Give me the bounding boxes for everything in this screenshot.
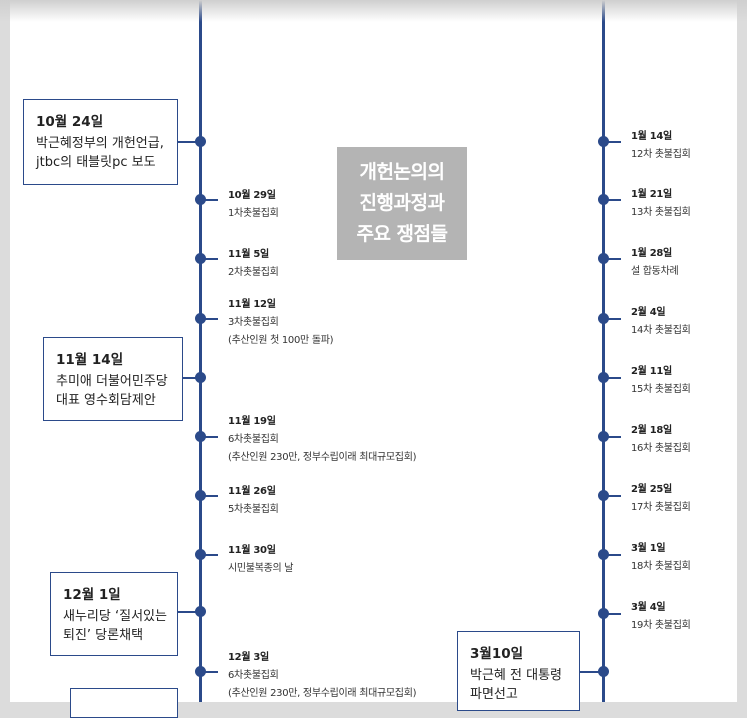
- event-feb18: 2월 18일 16차 촛불집회: [631, 421, 691, 454]
- event-date: 11월 26일: [228, 486, 276, 497]
- event-label: 6차촛불집회: [228, 670, 279, 681]
- title-line-3: 주요 쟁점들: [356, 223, 448, 245]
- event-label: 2차촛불집회: [228, 267, 279, 278]
- event-feb4: 2월 4일 14차 촛불집회: [631, 303, 691, 336]
- box-line-2: jtbc의 태블릿pc 보도: [36, 155, 156, 170]
- event-note: (추산인원 230만, 정부수립이래 최대규모집회): [228, 688, 417, 699]
- event-dec3: 12월 3일 6차촛불집회 (추산인원 230만, 정부수립이래 최대규모집회): [228, 648, 417, 699]
- left-timeline-axis: [199, 0, 202, 702]
- connector: [603, 554, 621, 556]
- event-oct29: 10월 29일 1차촛불집회: [228, 186, 279, 219]
- event-label: 17차 촛불집회: [631, 502, 691, 513]
- connector: [603, 613, 621, 615]
- left-box-oct24: 10월 24일 박근혜정부의 개헌언급, jtbc의 태블릿pc 보도: [23, 99, 178, 185]
- event-date: 1월 21일: [631, 189, 672, 200]
- event-date: 11월 12일: [228, 299, 276, 310]
- box-line-2: 대표 영수회담제안: [56, 393, 156, 408]
- event-jan28: 1월 28일 설 합동차례: [631, 244, 679, 277]
- event-label: 설 합동차례: [631, 266, 679, 277]
- connector: [603, 199, 621, 201]
- connector: [200, 199, 218, 201]
- timeline-dot: [598, 666, 609, 677]
- connector: [200, 436, 218, 438]
- connector: [200, 495, 218, 497]
- left-box-dec1: 12월 1일 새누리당 ‘질서있는 퇴진’ 당론채택: [50, 572, 178, 656]
- connector: [580, 671, 603, 673]
- box-line-1: 새누리당 ‘질서있는: [63, 609, 167, 624]
- event-label: 3차촛불집회: [228, 317, 279, 328]
- event-note: (추산인원 첫 100만 돌파): [228, 335, 334, 346]
- box-date: 12월 1일: [63, 587, 121, 603]
- event-date: 3월 1일: [631, 543, 666, 554]
- connector: [603, 318, 621, 320]
- box-line-1: 추미애 더불어민주당: [56, 374, 168, 389]
- left-box-nov14: 11월 14일 추미애 더불어민주당 대표 영수회담제안: [43, 337, 183, 421]
- title-line-1: 개헌논의의: [359, 161, 445, 183]
- event-nov5: 11월 5일 2차촛불집회: [228, 245, 279, 278]
- event-date: 2월 11일: [631, 366, 672, 377]
- left-box-partial: [70, 688, 178, 718]
- right-box-mar10: 3월10일 박근혜 전 대통령 파면선고: [457, 631, 580, 711]
- box-line-1: 박근혜정부의 개헌언급,: [36, 136, 164, 151]
- connector: [603, 495, 621, 497]
- box-date: 10월 24일: [36, 114, 104, 130]
- event-date: 12월 3일: [228, 652, 269, 663]
- event-date: 1월 14일: [631, 131, 672, 142]
- box-date: 11월 14일: [56, 352, 124, 368]
- event-label: 6차촛불집회: [228, 434, 279, 445]
- event-date: 2월 18일: [631, 425, 672, 436]
- connector: [603, 141, 621, 143]
- event-label: 12차 촛불집회: [631, 149, 691, 160]
- event-mar1: 3월 1일 18차 촛불집회: [631, 539, 691, 572]
- event-date: 11월 5일: [228, 249, 269, 260]
- connector: [200, 554, 218, 556]
- connector: [603, 258, 621, 260]
- timeline-dot: [195, 606, 206, 617]
- event-jan14: 1월 14일 12차 촛불집회: [631, 127, 691, 160]
- connector: [200, 258, 218, 260]
- event-date: 11월 19일: [228, 416, 276, 427]
- event-feb11: 2월 11일 15차 촛불집회: [631, 362, 691, 395]
- connector: [603, 377, 621, 379]
- scroll-shadow: [0, 0, 747, 22]
- event-date: 1월 28일: [631, 248, 672, 259]
- event-label: 15차 촛불집회: [631, 384, 691, 395]
- event-date: 3월 4일: [631, 602, 666, 613]
- timeline-dot: [195, 136, 206, 147]
- connector: [200, 671, 218, 673]
- box-line-2: 퇴진’ 당론채택: [63, 628, 144, 643]
- title-line-2: 진행과정과: [359, 192, 445, 214]
- event-date: 2월 25일: [631, 484, 672, 495]
- title-box: 개헌논의의 진행과정과 주요 쟁점들: [337, 147, 467, 260]
- event-label: 시민불복종의 날: [228, 563, 294, 574]
- event-nov30: 11월 30일 시민불복종의 날: [228, 541, 293, 574]
- event-label: 19차 촛불집회: [631, 620, 691, 631]
- connector: [183, 377, 200, 379]
- event-jan21: 1월 21일 13차 촛불집회: [631, 185, 691, 218]
- event-label: 18차 촛불집회: [631, 561, 691, 572]
- connector: [200, 318, 218, 320]
- event-date: 11월 30일: [228, 545, 276, 556]
- event-date: 2월 4일: [631, 307, 666, 318]
- event-label: 13차 촛불집회: [631, 207, 691, 218]
- event-label: 5차촛불집회: [228, 504, 279, 515]
- right-timeline-axis: [602, 0, 605, 702]
- event-nov19: 11월 19일 6차촛불집회 (추산인원 230만, 정부수립이래 최대규모집회…: [228, 412, 417, 463]
- event-label: 1차촛불집회: [228, 208, 279, 219]
- event-date: 10월 29일: [228, 190, 276, 201]
- timeline-dot: [195, 372, 206, 383]
- event-feb25: 2월 25일 17차 촛불집회: [631, 480, 691, 513]
- box-date: 3월10일: [470, 646, 524, 662]
- event-label: 14차 촛불집회: [631, 325, 691, 336]
- connector: [178, 611, 200, 613]
- event-label: 16차 촛불집회: [631, 443, 691, 454]
- connector: [603, 436, 621, 438]
- box-line-1: 박근혜 전 대통령: [470, 668, 562, 683]
- event-nov12: 11월 12일 3차촛불집회 (추산인원 첫 100만 돌파): [228, 295, 334, 346]
- event-nov26: 11월 26일 5차촛불집회: [228, 482, 279, 515]
- event-mar4: 3월 4일 19차 촛불집회: [631, 598, 691, 631]
- event-note: (추산인원 230만, 정부수립이래 최대규모집회): [228, 452, 417, 463]
- box-line-2: 파면선고: [470, 687, 518, 702]
- connector: [178, 141, 200, 143]
